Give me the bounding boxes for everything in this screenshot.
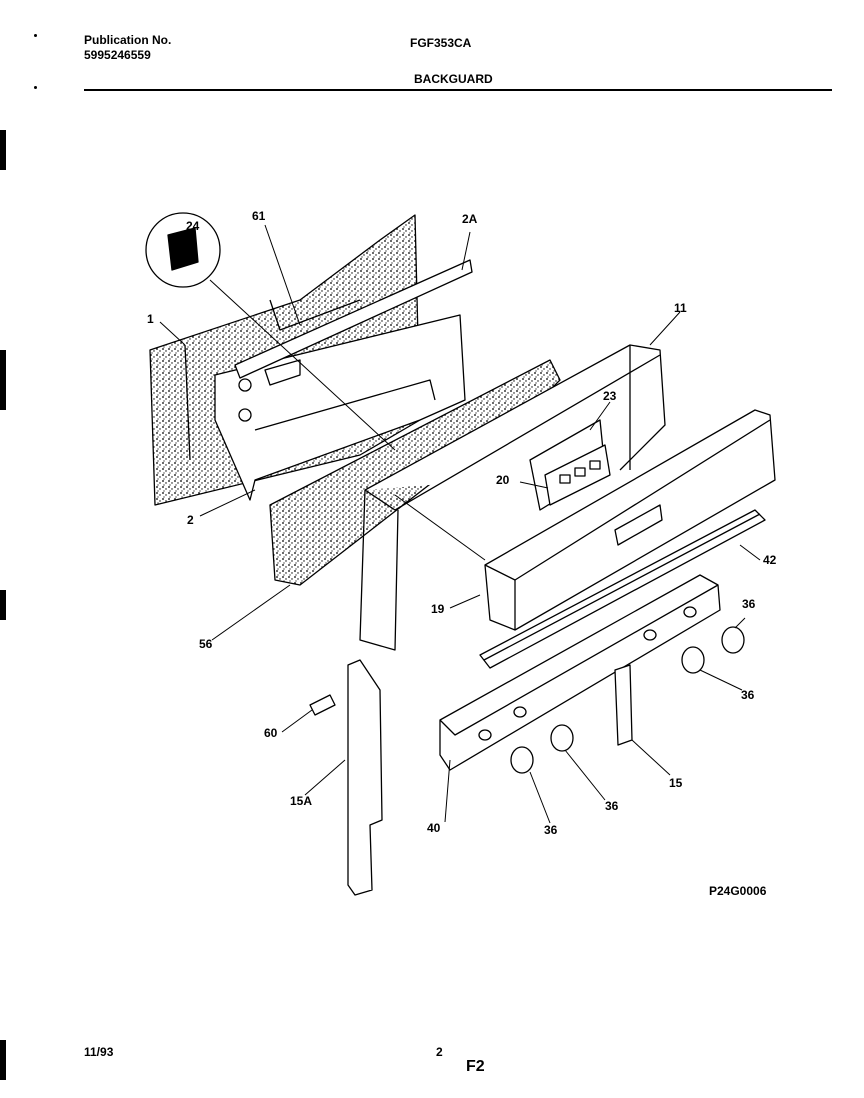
callout-36: 36 [605, 799, 619, 813]
trim-strip-part-2a [234, 259, 473, 379]
clock-assembly-part-20-23 [529, 419, 611, 511]
header-rule [84, 89, 832, 91]
footer-date: 11/93 [84, 1045, 114, 1059]
screw-part-60 [309, 694, 336, 716]
callout-24: 24 [186, 219, 200, 233]
leader-lines [159, 224, 761, 824]
callout-1: 1 [147, 312, 154, 326]
publication-number: 5995246559 [84, 48, 151, 62]
lower-trim-part-42 [479, 509, 766, 669]
callout-2a: 2A [462, 212, 478, 226]
side-trim-part-15 [614, 664, 633, 746]
switch-inset-part-24 [145, 212, 221, 288]
callout-61: 61 [252, 209, 266, 223]
callout-11: 11 [674, 301, 687, 315]
scan-speck [34, 86, 37, 89]
callout-56: 56 [199, 637, 213, 651]
callout-19: 19 [431, 602, 445, 616]
vertical-bracket-part-15a [347, 659, 383, 896]
callout-15a: 15A [290, 794, 313, 808]
scan-edge-mark [0, 350, 6, 410]
figure-code: P24G0006 [709, 884, 767, 898]
callout-36: 36 [544, 823, 558, 837]
callout-20: 20 [496, 473, 510, 487]
scan-speck [34, 34, 37, 37]
model-number: FGF353CA [410, 36, 472, 50]
footer-page-code: F2 [466, 1058, 485, 1075]
callout-15: 15 [669, 776, 683, 790]
publication-label: Publication No. [84, 33, 172, 47]
footer-page-number: 2 [436, 1045, 443, 1059]
callout-36: 36 [741, 688, 755, 702]
knob-bracket-part-40 [439, 574, 721, 771]
control-knobs-part-36 [510, 626, 745, 774]
callout-40: 40 [427, 821, 441, 835]
scan-edge-mark [0, 130, 6, 170]
scan-edge-mark [0, 1040, 6, 1080]
callout-23: 23 [603, 389, 617, 403]
callout-42: 42 [763, 553, 777, 567]
callout-2: 2 [187, 513, 194, 527]
callout-36: 36 [742, 597, 756, 611]
scan-edge-mark [0, 590, 6, 620]
callout-60: 60 [264, 726, 278, 740]
control-panel-part-19 [484, 409, 776, 631]
section-title: BACKGUARD [414, 72, 493, 86]
